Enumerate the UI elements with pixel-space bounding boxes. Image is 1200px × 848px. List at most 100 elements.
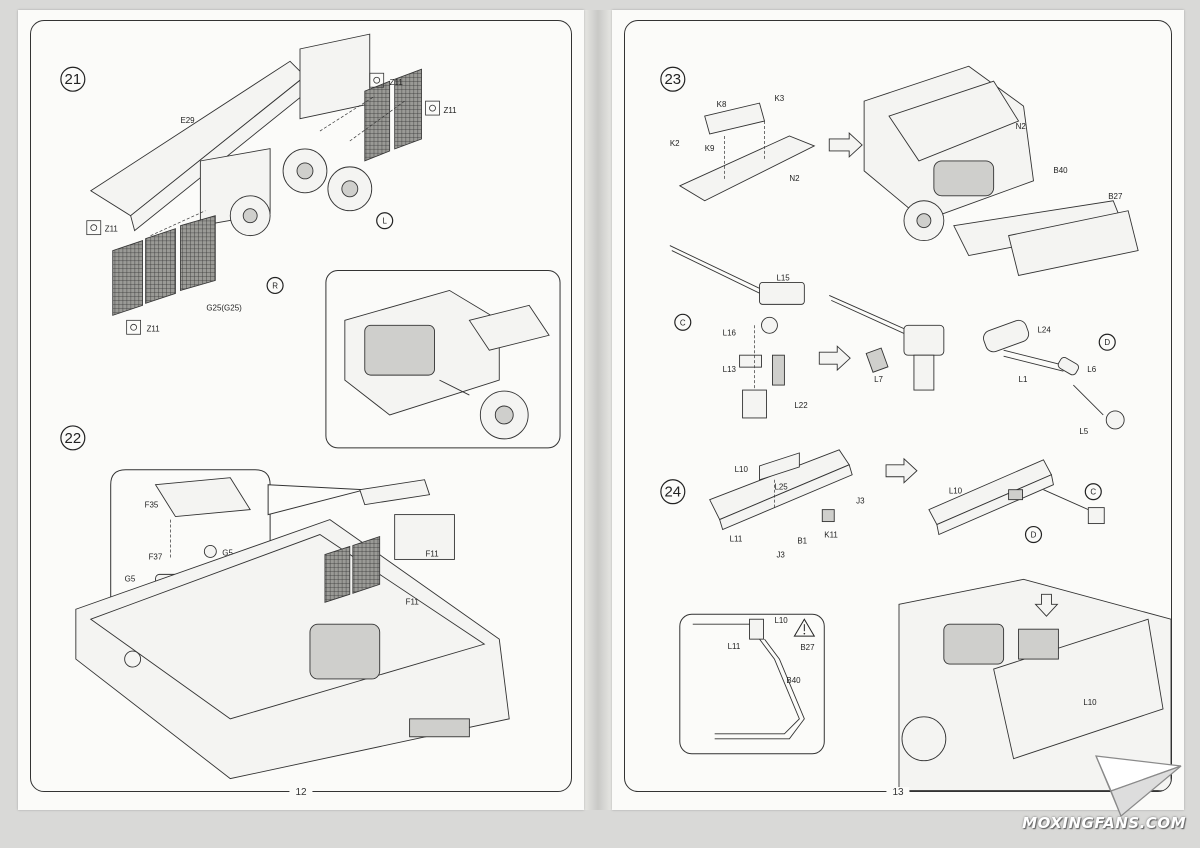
step-22: 22 F35 G5 F37 G5 G1	[60, 425, 510, 780]
step-24-number: 24	[665, 484, 682, 501]
part-n2-plate-small	[678, 135, 816, 202]
label-final-l10: L10	[1083, 698, 1097, 707]
marker-l-circle	[376, 212, 394, 230]
label-l1: L1	[1019, 375, 1028, 384]
arrow-right-icon	[818, 345, 851, 372]
marker-r: R	[272, 281, 278, 290]
glue-brush-icon	[126, 319, 141, 335]
step-22-circle	[60, 425, 86, 451]
marker-d-circle	[1098, 333, 1116, 351]
rear-plate-exploded	[709, 449, 853, 531]
marker-c: C	[680, 318, 686, 327]
step-22-number: 22	[65, 430, 82, 447]
label-l24: L24	[1037, 325, 1051, 334]
step-21-circle	[60, 66, 86, 92]
marker-d: D	[1104, 338, 1110, 347]
left-page-drawing: 21 E29	[60, 33, 561, 780]
label-n2-a: N2	[789, 174, 800, 183]
right-page-frame: 23 K8 K3 K2 K9 N2	[624, 20, 1172, 792]
step-23-number: 23	[665, 71, 682, 88]
rear-plate-assembled	[928, 459, 1105, 536]
label-l22: L22	[794, 401, 808, 410]
engine-inset-drawing	[344, 289, 550, 440]
mesh-grille-3	[112, 240, 143, 316]
label-l10-a: L10	[735, 465, 749, 474]
label-j3-a: J3	[856, 497, 865, 506]
left-page-frame: 21 E29	[30, 20, 572, 792]
vehicle-rear-assembly	[863, 65, 1139, 277]
step-21-number: 21	[65, 71, 82, 88]
mesh-grille-4	[145, 228, 176, 304]
marker-l: L	[382, 217, 387, 226]
fan-assembly-left	[282, 33, 373, 212]
label-f35: F35	[145, 501, 159, 510]
paper-plane-logo-icon	[1095, 755, 1182, 817]
label-b27: B27	[1108, 192, 1123, 201]
right-page: 23 K8 K3 K2 K9 N2	[612, 10, 1184, 810]
gun-assembly-c	[669, 245, 805, 419]
label-g25: G25(G25)	[206, 303, 242, 312]
page-number-left: 12	[289, 787, 313, 798]
hull-drawing	[75, 479, 510, 780]
mesh-grille-2	[394, 68, 422, 150]
label-detail-b27: B27	[800, 643, 815, 652]
fan-assembly-right	[199, 148, 271, 237]
label-k3: K3	[774, 94, 784, 103]
label-j3-b: J3	[776, 550, 785, 559]
step-24: 24 L10 L25 J3 L11 B1 K11 J3	[660, 449, 1171, 791]
label-f11-b: F11	[406, 597, 420, 606]
label-l7: L7	[874, 375, 883, 384]
step-23-circle	[660, 66, 686, 92]
gun-assembly-assembled	[829, 294, 945, 391]
label-k2: K2	[670, 139, 680, 148]
label-l15: L15	[776, 273, 790, 282]
label-k9: K9	[705, 144, 715, 153]
marker-c2: C	[1090, 488, 1096, 497]
glue-brush-icon	[86, 220, 102, 236]
label-detail-l11: L11	[728, 642, 741, 651]
marker-d2-circle	[1024, 525, 1043, 544]
label-e29: E29	[180, 116, 195, 125]
label-n2-b: N2	[1016, 122, 1027, 131]
label-detail-l10: L10	[774, 616, 788, 625]
label-detail-b40: B40	[786, 676, 801, 685]
step-23: 23 K8 K3 K2 K9 N2	[660, 65, 1139, 436]
step-24-circle	[660, 479, 686, 505]
label-l6: L6	[1087, 365, 1096, 374]
book-gutter	[584, 10, 612, 810]
left-page: 21 E29	[18, 10, 584, 810]
watermark-text: MOXINGFANS.COM	[1022, 814, 1186, 832]
detail-callout-pointer	[267, 484, 365, 516]
marker-r-circle	[266, 276, 284, 295]
marker-c-circle	[674, 313, 692, 331]
label-g5-a: G5	[222, 548, 233, 557]
label-f37: F37	[149, 552, 163, 561]
label-b1: B1	[797, 536, 807, 545]
mesh-grille-5	[180, 215, 216, 291]
gun-assembly-d	[983, 319, 1125, 430]
label-b40: B40	[1053, 166, 1068, 175]
label-l13: L13	[723, 365, 737, 374]
warning-detail-drawing	[692, 618, 805, 740]
right-page-drawing: 23 K8 K3 K2 K9 N2	[660, 65, 1171, 791]
label-z11-d: Z11	[147, 324, 161, 333]
label-l10-b: L10	[949, 487, 963, 496]
label-k8: K8	[717, 100, 727, 109]
warning-icon	[793, 618, 816, 637]
page-number-right: 13	[886, 787, 910, 798]
label-f11-a: F11	[426, 549, 440, 558]
down-arrow-icon	[1034, 593, 1059, 617]
label-l16: L16	[723, 328, 737, 337]
label-l5: L5	[1079, 427, 1088, 436]
mesh-grille-1	[364, 80, 391, 162]
arrow-right-icon	[885, 457, 918, 484]
label-g5-b: G5	[125, 574, 136, 583]
part-e29-plate	[89, 60, 306, 217]
label-z11-b: Z11	[443, 106, 457, 115]
final-assembly-view	[898, 578, 1171, 791]
part-k8-box	[704, 102, 766, 135]
glue-brush-icon	[425, 100, 440, 116]
label-l25: L25	[774, 483, 788, 492]
step-21: 21 E29	[60, 33, 561, 449]
arrow-right-icon	[828, 131, 863, 158]
